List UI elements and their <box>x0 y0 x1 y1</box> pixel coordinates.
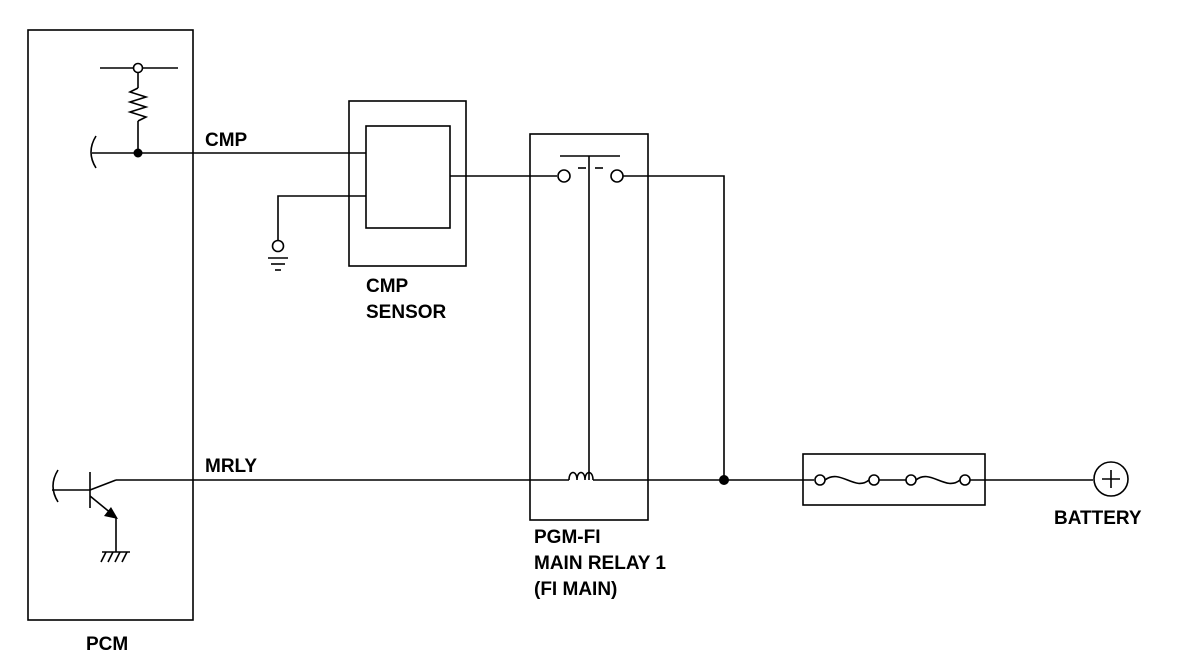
cmp-sensor <box>268 100 467 271</box>
ground-icon <box>268 257 288 271</box>
relay-label-line3: (FI MAIN) <box>534 579 617 600</box>
cmp-sensor-label-line2: SENSOR <box>366 302 447 323</box>
relay-label-line1: PGM-FI <box>534 527 601 548</box>
fuse-icon <box>824 475 870 485</box>
cmp-sensor-label-line1: CMP <box>366 276 409 297</box>
resistor-icon <box>127 87 149 122</box>
battery-label: BATTERY <box>1054 508 1142 529</box>
coil-icon <box>568 471 594 481</box>
break-icon <box>90 135 97 169</box>
fuse-box <box>802 453 986 506</box>
main-relay <box>529 133 649 521</box>
ground-icon <box>100 551 130 563</box>
pcm-module <box>27 29 194 621</box>
battery-plus-icon <box>1093 461 1129 497</box>
fuse-icon <box>915 475 961 485</box>
mrly-signal-label: MRLY <box>205 456 257 477</box>
switch-icon <box>557 155 624 183</box>
relay-label-line2: MAIN RELAY 1 <box>534 553 666 574</box>
cmp-signal-label: CMP <box>205 130 248 151</box>
transistor-icon <box>52 469 118 552</box>
pcm-label: PCM <box>86 634 128 655</box>
